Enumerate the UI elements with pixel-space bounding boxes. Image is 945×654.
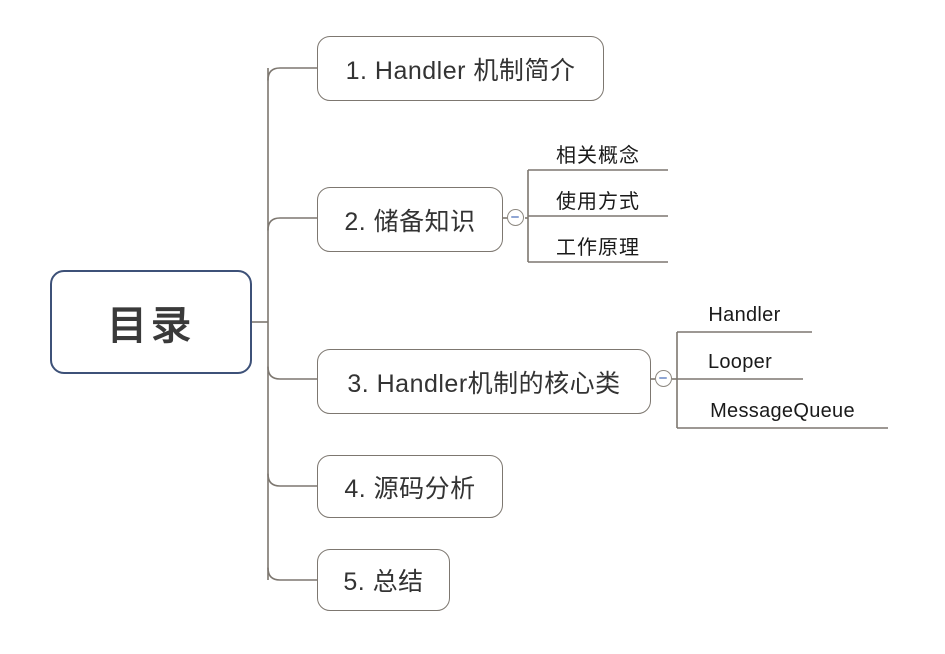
minus-circle-icon-node-3[interactable] <box>655 370 672 387</box>
leaf-node2-child-1[interactable]: 相关概念 <box>528 136 668 170</box>
leaf-node2-child-2[interactable]: 使用方式 <box>528 182 668 216</box>
leaf-node2-child-1-label: 相关概念 <box>556 144 640 167</box>
leaf-node2-child-3[interactable]: 工作原理 <box>528 228 668 262</box>
leaf-node3-child-2[interactable]: Looper <box>677 345 803 379</box>
connector-branch-2 <box>267 217 318 231</box>
minus-circle-icon-node-2[interactable] <box>507 209 524 226</box>
node-3-handler-core-classes[interactable]: 3. Handler机制的核心类 <box>317 349 651 414</box>
node-4-label: 4. 源码分析 <box>344 474 476 503</box>
leaf-node2-child-2-label: 使用方式 <box>556 190 640 213</box>
node-2-label: 2. 储备知识 <box>344 207 476 236</box>
root-node-label: 目录 <box>107 304 195 348</box>
leaf-node3-child-3[interactable]: MessageQueue <box>677 394 888 428</box>
leaf-node3-child-2-label: Looper <box>707 350 773 373</box>
node-1-handler-mechanism-intro[interactable]: 1. Handler 机制简介 <box>317 36 604 101</box>
node-5-label: 5. 总结 <box>343 568 424 596</box>
node-1-label: 1. Handler 机制简介 <box>345 56 576 85</box>
leaf-node3-child-1-label: Handler <box>708 303 781 326</box>
node-4-source-code-analysis[interactable]: 4. 源码分析 <box>317 455 503 518</box>
connector-branch-1 <box>267 67 318 81</box>
node-3-label: 3. Handler机制的核心类 <box>347 369 621 398</box>
leaf-node2-child-3-label: 工作原理 <box>556 236 640 259</box>
leaf-node3-child-3-label: MessageQueue <box>710 399 855 422</box>
node-2-background-knowledge[interactable]: 2. 储备知识 <box>317 187 503 252</box>
connector-branch-5 <box>267 567 318 581</box>
node-5-summary[interactable]: 5. 总结 <box>317 549 450 611</box>
connector-branch-4 <box>267 473 318 487</box>
connector-branch-3 <box>267 366 318 380</box>
root-node[interactable]: 目录 <box>50 270 252 374</box>
leaf-node3-child-1[interactable]: Handler <box>677 298 812 332</box>
